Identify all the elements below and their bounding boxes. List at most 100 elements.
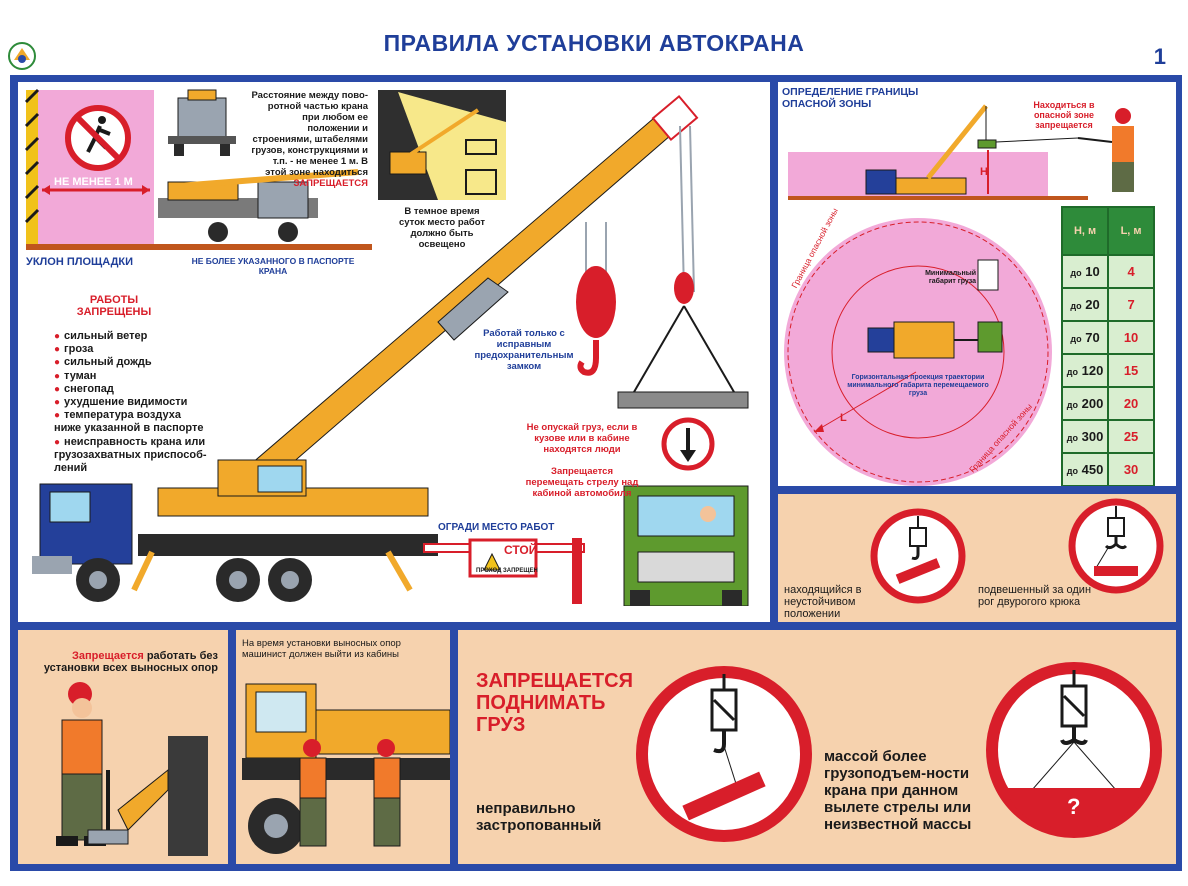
wall-stripes <box>24 88 40 224</box>
zone-table-l: 15 <box>1107 353 1155 388</box>
zone-table-l: 7 <box>1107 287 1155 322</box>
zone-table: Н, м L, м до 10 4 до 20 7 до 70 10 до 12… <box>1060 206 1155 486</box>
load-panel: ЗАПРЕЩАЕТСЯ ПОДНИМАТЬ ГРУЗ неправильно з… <box>458 630 1176 864</box>
operator-workers <box>299 739 401 847</box>
table-row: до 120 15 <box>1060 353 1155 388</box>
main-crane-truck <box>32 459 438 602</box>
zone-title: ОПРЕДЕЛЕНИЕ ГРАНИЦЫ ОПАСНОЙ ЗОНЫ <box>782 86 919 110</box>
zone-table-h: до 120 <box>1060 353 1110 388</box>
hook-illustration <box>870 498 1164 604</box>
slope-note: НЕ БОЛЕЕ УКАЗАННОГО В ПАСПОРТЕ КРАНА <box>191 256 355 276</box>
zone-table-l: 20 <box>1107 386 1155 421</box>
operator-note: На время установки выносных опор машинис… <box>242 638 401 660</box>
load-warning: ЗАПРЕЩАЕТСЯ ПОДНИМАТЬ ГРУЗ <box>476 670 633 736</box>
ground-strip <box>26 244 372 250</box>
min-distance-label: НЕ МЕНЕЕ 1 М <box>54 176 133 188</box>
zone-min-size-label: Минимальный габарит груза <box>925 270 976 285</box>
forbidden-item: неисправность крана или <box>54 436 207 449</box>
no-lower-note: Не опускай груз, если в кузове или в каб… <box>526 422 638 455</box>
fence-note: ОГРАДИ МЕСТО РАБОТ <box>438 522 555 533</box>
zone-table-header-h: Н, м <box>1060 206 1110 256</box>
one-horn-hook-text: подвешенный за один рог двурогого крюка <box>978 584 1092 608</box>
overweight-text: массой более грузоподъем-ности крана при… <box>824 748 972 833</box>
overweight-sign-icon <box>986 662 1162 838</box>
forbidden-title: РАБОТЫ ЗАПРЕЩЕНЫ <box>76 294 152 318</box>
unstable-load-sign-icon <box>870 508 966 604</box>
zone-table-l: 4 <box>1107 254 1155 289</box>
rear-view-crane <box>168 89 236 156</box>
zone-danger-note: Находиться в опасной зоне запрещается <box>1033 100 1095 130</box>
night-note: В темное время суток место работ должно … <box>398 206 486 250</box>
stop-sub: ПРОХОД ЗАПРЕЩЕН <box>476 568 538 574</box>
forbidden-item: температура воздуха <box>54 409 207 422</box>
zone-l-label: L <box>840 412 847 424</box>
zone-projection-label: Горизонтальная проекция траектории миним… <box>847 374 989 397</box>
table-row: до 10 4 <box>1060 254 1155 289</box>
operator-illustration <box>242 683 450 854</box>
forbidden-list: сильный ветер гроза сильный дождь туман … <box>54 330 207 475</box>
zone-table-h: до 450 <box>1060 452 1110 486</box>
outrigger-illustration <box>56 682 208 856</box>
outrigger-leg <box>87 736 208 856</box>
table-row: до 450 30 <box>1060 452 1155 486</box>
table-row: до 200 20 <box>1060 386 1155 421</box>
table-row: до 70 10 <box>1060 320 1155 355</box>
sling-load-icon <box>617 272 749 409</box>
forbidden-item: сильный дождь <box>54 356 207 369</box>
no-walking-icon <box>65 105 131 171</box>
unstable-hook-text: находящийся в неустойчивом положении <box>784 584 862 620</box>
zone-h-label: Н <box>980 166 988 178</box>
zone-table-h: до 20 <box>1060 287 1110 322</box>
table-row: до 20 7 <box>1060 287 1155 322</box>
logo-icon <box>8 42 36 70</box>
distance-rule: Расстояние между пово-ротной частью кран… <box>250 90 368 189</box>
zone-table-l: 30 <box>1107 452 1155 486</box>
outrigger-panel: Запрещается работать без установки всех … <box>18 630 228 864</box>
distance-rule-forbidden: ЗАПРЕЩАЕТСЯ <box>293 178 368 189</box>
outrigger-rule-text: работать без установки всех выносных опо… <box>43 650 218 674</box>
table-row: до 300 25 <box>1060 419 1155 454</box>
zone-table-h: до 300 <box>1060 419 1110 454</box>
small-crane-side <box>158 169 359 242</box>
forbidden-item: туман <box>54 370 207 383</box>
forbidden-item: снегопад <box>54 383 207 396</box>
top-view-crane <box>867 259 1003 359</box>
distance-arrow-icon <box>42 185 150 195</box>
forbidden-item: ухудшение видимости <box>54 396 207 409</box>
zone-table-h: до 70 <box>1060 320 1110 355</box>
danger-zone-panel: ОПРЕДЕЛЕНИЕ ГРАНИЦЫ ОПАСНОЙ ЗОНЫ Находит… <box>778 82 1176 486</box>
outrigger-forbidden-word: Запрещается <box>71 650 144 662</box>
distance-rule-text: Расстояние между пово-ротной частью кран… <box>251 90 368 178</box>
wrong-sling-text: неправильно застропованный <box>476 800 602 834</box>
worker-figure <box>995 108 1134 192</box>
zone-table-h: до 200 <box>1060 386 1110 421</box>
forbidden-item: сильный ветер <box>54 330 207 343</box>
forbidden-item: лений <box>54 462 88 475</box>
forbidden-item: гроза <box>54 343 207 356</box>
night-work-scene <box>378 90 506 200</box>
elevation-crane <box>865 104 997 195</box>
safety-lock-note: Работай только с исправным предохранител… <box>474 328 574 372</box>
hook-panel: находящийся в неустойчивом положении под… <box>778 494 1176 622</box>
wrong-sling-sign-icon <box>636 666 812 842</box>
outrigger-rule: Запрещается работать без установки всех … <box>38 650 218 674</box>
main-panel: НЕ МЕНЕЕ 1 М Расстояние между пово-ротно… <box>18 82 770 622</box>
load-illustration <box>636 662 1162 842</box>
one-horn-hook-sign-icon <box>1068 498 1164 594</box>
forbidden-item: грузозахватных приспособ- <box>54 448 207 461</box>
stop-sign: СТОЙ <box>504 543 538 557</box>
page-title: ПРАВИЛА УСТАНОВКИ АВТОКРАНА <box>383 30 805 56</box>
main-illustration <box>18 88 770 622</box>
green-truck <box>623 485 749 610</box>
zone-table-header-l: L, м <box>1107 206 1155 256</box>
outrigger-worker <box>56 682 106 846</box>
page-number: 1 <box>1153 44 1166 69</box>
no-boom-note: Запрещается перемещать стрелу над кабино… <box>525 466 639 499</box>
slope-label: УКЛОН ПЛОЩАДКИ <box>26 256 134 268</box>
forbidden-item: ниже указанной в паспорте <box>54 422 204 435</box>
operator-panel: На время установки выносных опор машинис… <box>236 630 450 864</box>
zone-table-l: 25 <box>1107 419 1155 454</box>
unknown-mark: ? <box>1067 794 1081 819</box>
zone-table-l: 10 <box>1107 320 1155 355</box>
no-lower-sign-icon <box>661 417 715 471</box>
